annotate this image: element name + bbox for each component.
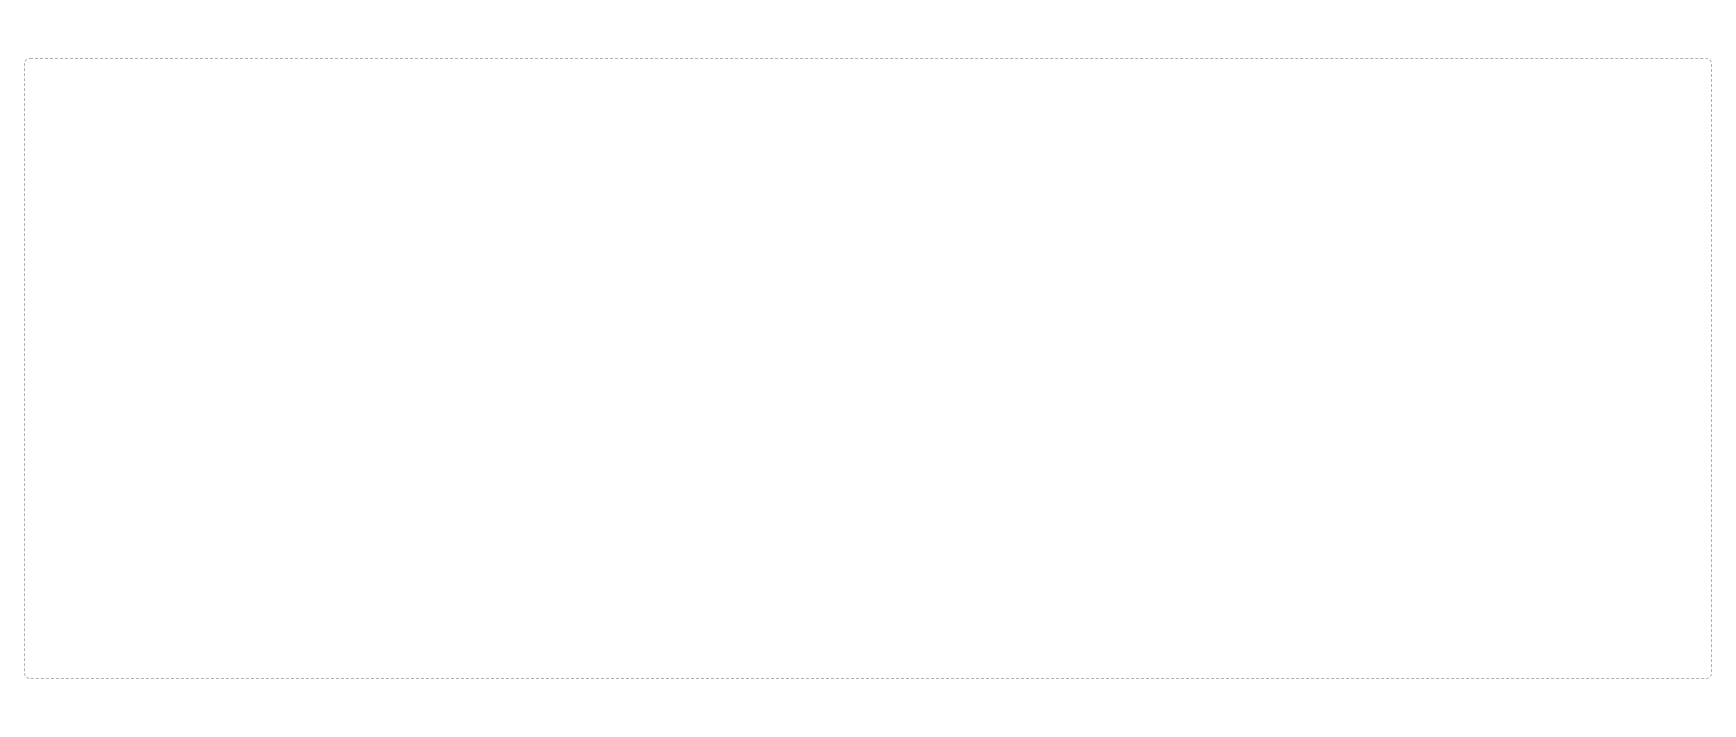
page-caption (24, 695, 1712, 713)
content-placeholder (24, 58, 1712, 679)
page-title (24, 24, 1712, 42)
